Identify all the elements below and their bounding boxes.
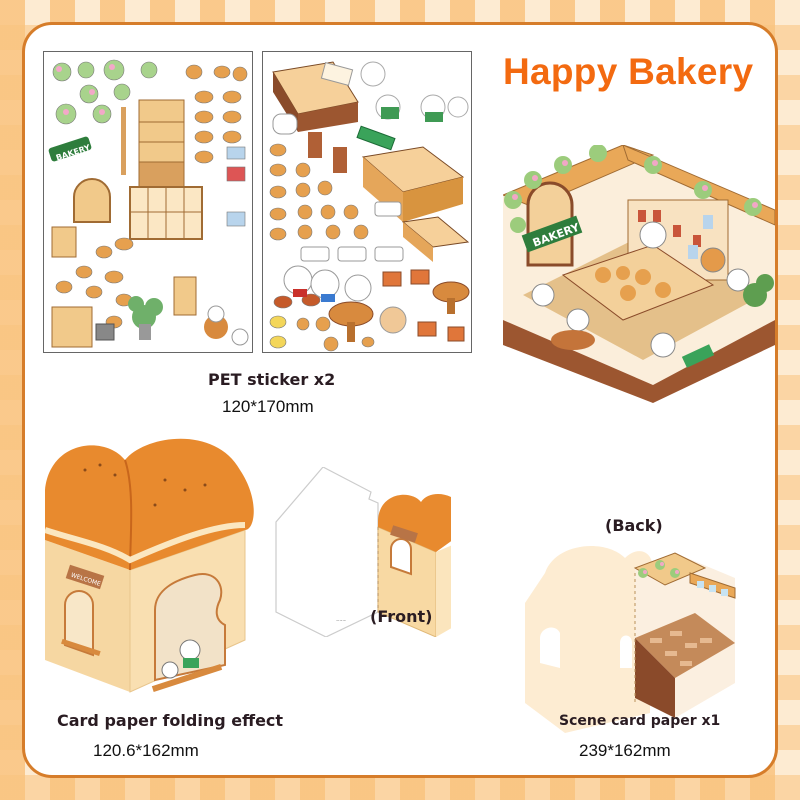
sticker-label: PET sticker x2 bbox=[208, 370, 336, 389]
scene-card-label: Scene card paper x1 bbox=[559, 713, 721, 729]
sticker-sheet-1-art: BAKERY bbox=[48, 59, 249, 348]
back-view-illustration bbox=[525, 543, 765, 738]
back-label: (Back) bbox=[605, 516, 663, 535]
product-card: BAKERY bbox=[22, 22, 778, 778]
front-label: (Front) bbox=[370, 607, 433, 626]
sticker-sheet-2 bbox=[262, 51, 472, 353]
bakery-scene-illustration: BAKERY bbox=[501, 144, 775, 403]
page-title: Happy Bakery bbox=[503, 51, 754, 92]
scene-card-size: 239*162mm bbox=[579, 741, 671, 760]
card-fold-size: 120.6*162mm bbox=[93, 741, 199, 760]
die-cut-mark: ~~~ bbox=[336, 618, 346, 623]
front-view-illustration: ~~~ bbox=[271, 466, 471, 642]
sticker-sheet-2-art bbox=[269, 61, 470, 352]
card-fold-label: Card paper folding effect bbox=[57, 711, 284, 730]
folded-card-illustration: WELCOME bbox=[44, 430, 260, 700]
sticker-sheet-1: BAKERY bbox=[43, 51, 253, 353]
sticker-size: 120*170mm bbox=[222, 397, 314, 416]
